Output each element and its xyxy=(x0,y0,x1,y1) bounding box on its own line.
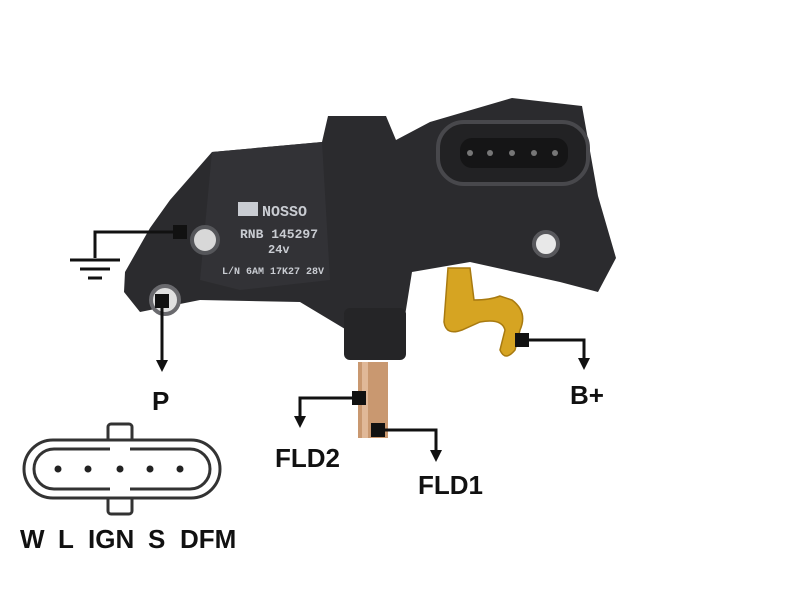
nosso-logo: NOSSO RNB 145297 24v L/N 6AM 17K27 28V xyxy=(222,202,324,278)
b-plus-terminal xyxy=(443,267,524,357)
part-number: RNB 145297 xyxy=(240,227,318,242)
pin-label-s: S xyxy=(148,524,165,554)
pin-label-ign: IGN xyxy=(88,524,134,554)
label-p: P xyxy=(152,386,169,416)
label-fld1: FLD1 xyxy=(418,470,483,500)
pin-label-w: W xyxy=(20,524,45,554)
label-b-plus: B+ xyxy=(570,380,604,410)
lot-code: L/N 6AM 17K27 28V xyxy=(222,266,324,278)
label-fld2: FLD2 xyxy=(275,443,340,473)
brush-holder xyxy=(344,308,406,438)
connector-pinout-icon xyxy=(22,422,222,516)
pin-label-l: L xyxy=(58,524,74,554)
plug-connector xyxy=(436,120,590,186)
ground-icon xyxy=(70,258,120,280)
callout-markers xyxy=(155,225,590,462)
callout-lines xyxy=(93,230,586,452)
voltage-text: 24v xyxy=(268,243,290,257)
pin-label-dfm: DFM xyxy=(180,524,236,554)
brand-text: NOSSO xyxy=(262,204,307,221)
